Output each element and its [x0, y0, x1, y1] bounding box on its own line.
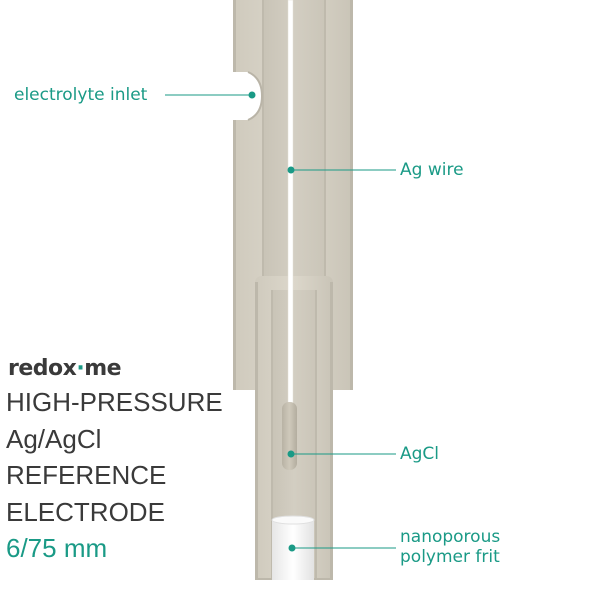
title-line-3: REFERENCE	[6, 460, 167, 490]
callout-frit-pointer	[288, 544, 396, 552]
product-title: HIGH-PRESSURE Ag/AgCl REFERENCE ELECTROD…	[6, 384, 223, 567]
title-line-2: Ag/AgCl	[6, 423, 102, 454]
callout-agcl-pointer	[287, 450, 396, 458]
title-line-1: HIGH-PRESSURE	[6, 387, 223, 417]
brand-name-end: me	[84, 356, 122, 381]
electrode-bore	[262, 0, 326, 290]
callout-electrolyte-inlet-pointer	[165, 91, 256, 99]
label-frit-line1: nanoporous	[400, 527, 501, 547]
ag-wire	[287, 0, 294, 421]
brand-logo: redox·me	[8, 356, 122, 381]
label-agcl: AgCl	[400, 444, 440, 464]
product-size: 6/75 mm	[6, 533, 108, 563]
brand-name-start: redox	[8, 356, 77, 381]
polymer-frit	[271, 515, 315, 580]
title-line-4: ELECTRODE	[6, 496, 165, 527]
label-ag-wire: Ag wire	[400, 160, 464, 180]
electrolyte-inlet-port	[233, 72, 262, 120]
agcl-coating	[282, 402, 297, 470]
brand-mark: ·	[76, 356, 85, 381]
label-frit-line2: polymer frit	[400, 547, 500, 567]
callout-ag-wire-pointer	[287, 166, 396, 174]
label-electrolyte-inlet: electrolyte inlet	[14, 85, 148, 105]
